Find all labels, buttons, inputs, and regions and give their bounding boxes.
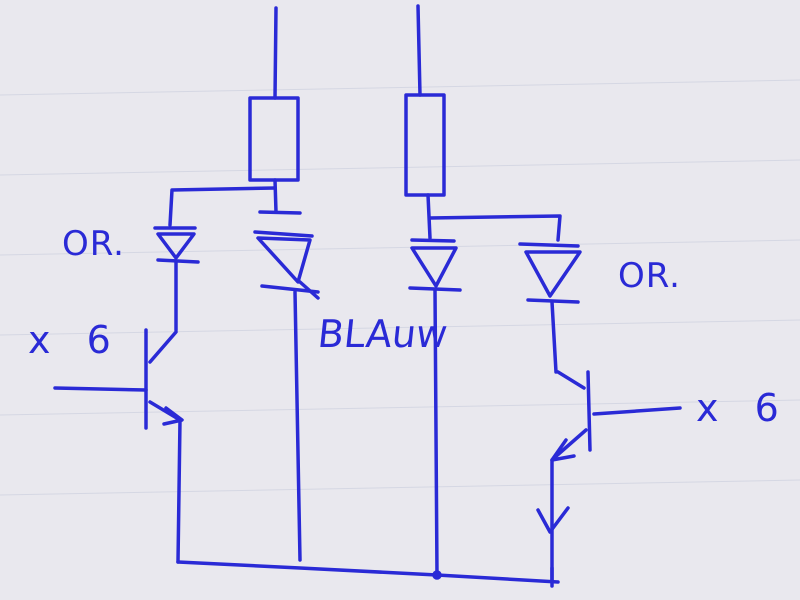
left-node-wire: [168, 186, 277, 227]
left-emitter-wire: [176, 418, 182, 564]
circuit-ink: [53, 4, 682, 588]
right-resistor: [404, 93, 446, 197]
paper-rules: [0, 79, 800, 496]
left-resistor: [248, 96, 300, 182]
label-or-left: OR.: [62, 224, 125, 264]
ground-rail: [176, 560, 560, 584]
label-or-right: OR.: [618, 256, 681, 296]
label-x6-left: x 6: [28, 318, 123, 362]
left-supply-lead: [273, 6, 278, 100]
middle-led: [408, 238, 462, 580]
blue-led: [253, 210, 320, 562]
right-transistor: [536, 370, 682, 582]
left-orange-led: [153, 226, 200, 332]
label-blauw: BLAuw: [315, 312, 450, 356]
right-supply-lead: [416, 4, 422, 97]
right-orange-led: [518, 242, 582, 374]
label-x6-right: x 6: [696, 386, 791, 430]
left-transistor: [53, 328, 184, 430]
right-node-wire: [428, 214, 562, 242]
right-resistor-lower-lead: [426, 193, 432, 240]
left-resistor-lower-lead: [273, 178, 278, 214]
